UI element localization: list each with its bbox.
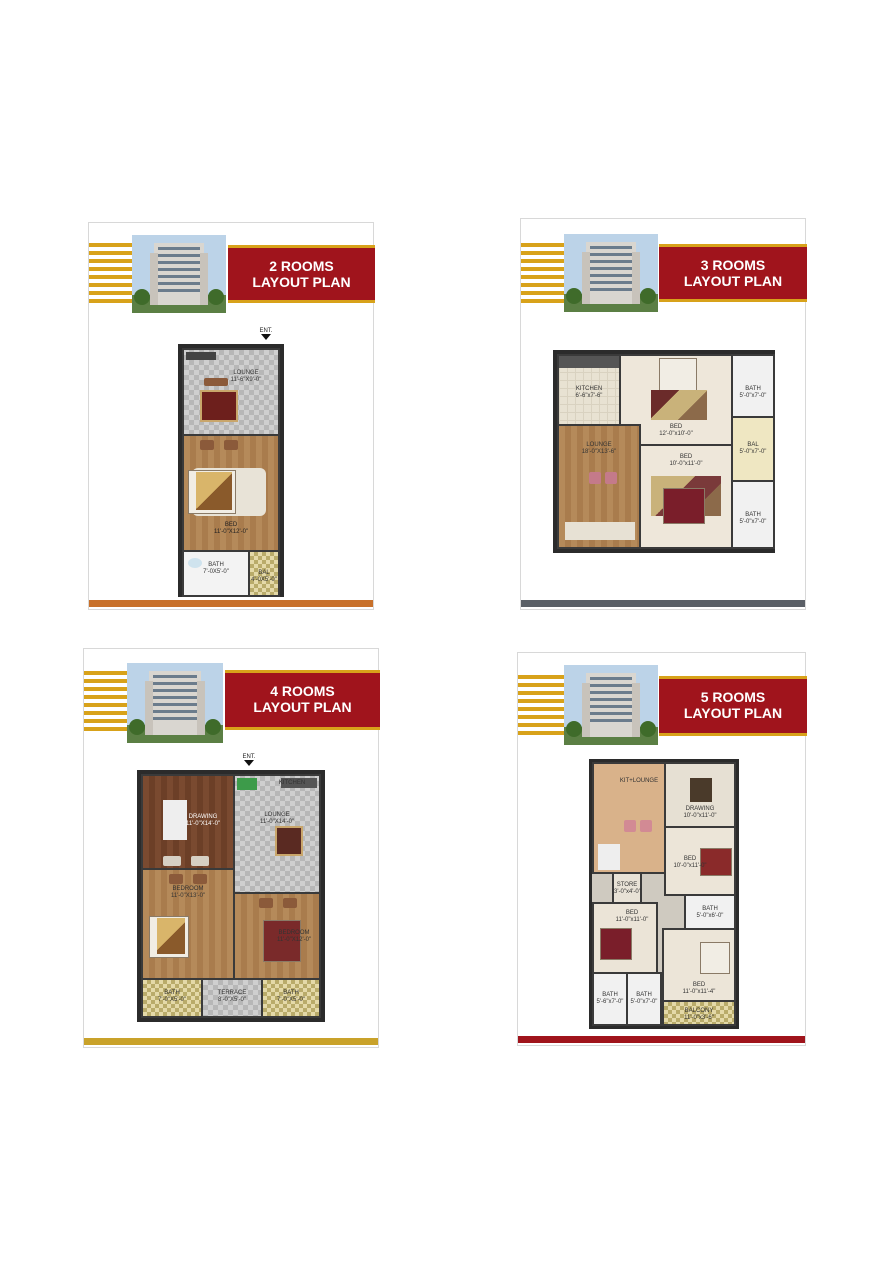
entrance-label: ENT. bbox=[259, 328, 273, 334]
gold-stripes bbox=[521, 243, 567, 307]
entrance-marker: ENT. bbox=[259, 328, 273, 340]
building-image bbox=[564, 234, 658, 312]
title-line-2: LAYOUT PLAN bbox=[683, 705, 783, 721]
title-banner: 5 ROOMS LAYOUT PLAN bbox=[659, 676, 807, 736]
gold-stripes bbox=[89, 243, 135, 307]
title-line-2: LAYOUT PLAN bbox=[683, 273, 783, 289]
title-line-2: LAYOUT PLAN bbox=[252, 274, 351, 290]
kitchen-label: KITCHEN bbox=[278, 780, 306, 786]
footer-bar bbox=[518, 1036, 805, 1043]
title-line-1: 4 ROOMS bbox=[270, 683, 335, 699]
gold-stripes bbox=[518, 675, 564, 739]
building-image bbox=[132, 235, 226, 313]
title-line-2: LAYOUT PLAN bbox=[253, 699, 352, 715]
kit-lounge-label: KIT+LOUNGE bbox=[619, 778, 659, 784]
building-image bbox=[127, 663, 223, 743]
entrance-marker: ENT. bbox=[239, 754, 259, 766]
gold-stripes bbox=[84, 671, 130, 735]
title-line-1: 3 ROOMS bbox=[700, 257, 766, 273]
title-line-1: 5 ROOMS bbox=[700, 689, 766, 705]
entrance-label: ENT. bbox=[242, 754, 256, 760]
title-line-1: 2 ROOMS bbox=[269, 258, 334, 274]
title-banner: 3 ROOMS LAYOUT PLAN bbox=[659, 244, 807, 302]
entrance-arrow-icon bbox=[261, 334, 271, 340]
title-banner: 2 ROOMS LAYOUT PLAN bbox=[228, 245, 375, 303]
building-image bbox=[564, 665, 658, 745]
footer-bar bbox=[84, 1038, 378, 1045]
title-banner: 4 ROOMS LAYOUT PLAN bbox=[225, 670, 380, 730]
entrance-arrow-icon bbox=[244, 760, 254, 766]
footer-bar bbox=[521, 600, 805, 607]
footer-bar bbox=[89, 600, 373, 607]
